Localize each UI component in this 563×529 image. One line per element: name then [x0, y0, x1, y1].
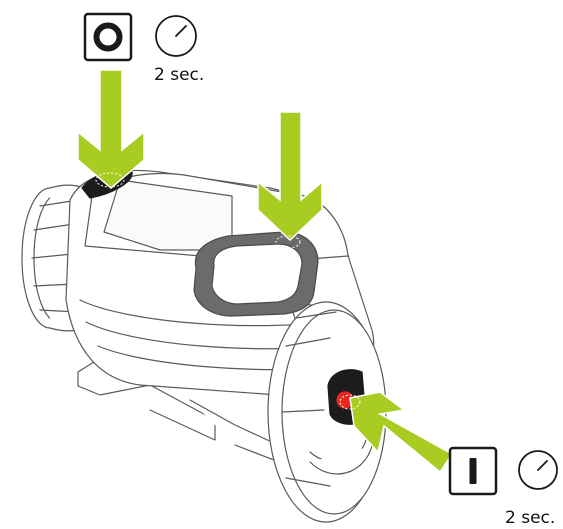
stopwatch-icon — [155, 15, 197, 57]
press-highlight-center — [275, 235, 301, 249]
stopwatch-icon — [518, 450, 558, 490]
press-highlight-top — [95, 172, 125, 188]
duration-label-bottom: 2 sec. — [505, 508, 555, 528]
callout-top: 2 sec. — [83, 12, 204, 85]
record-bar-icon — [448, 446, 498, 496]
power-ring-icon — [83, 12, 133, 62]
callout-bottom: 2 sec. — [448, 446, 558, 528]
press-arrow-bottom — [339, 391, 454, 474]
navigation-pad[interactable] — [193, 231, 319, 317]
duration-label-top: 2 sec. — [154, 65, 204, 85]
press-arrow-top — [77, 69, 145, 189]
press-highlight-bottom — [339, 394, 361, 410]
press-arrow-center — [257, 111, 323, 249]
action-camera — [21, 169, 387, 523]
